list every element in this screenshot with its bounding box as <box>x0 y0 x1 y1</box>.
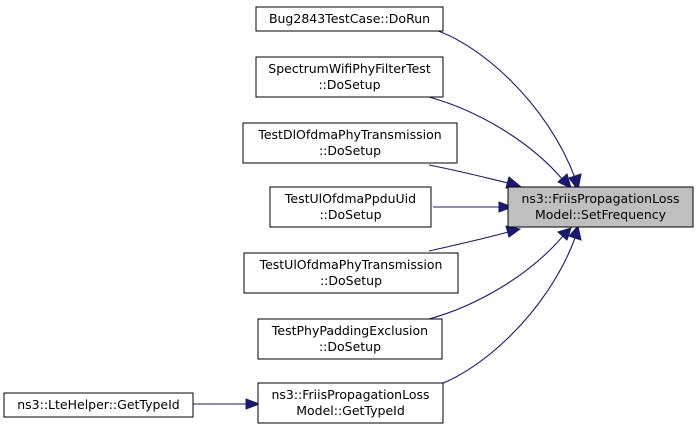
node-ulofdma-box <box>243 252 459 294</box>
node-dlofdma[interactable]: TestDlOfdmaPhyTransmission ::DoSetup <box>242 122 458 164</box>
node-gettypeid-line1: ns3::FriisPropagationLoss <box>271 387 429 402</box>
node-padding[interactable]: TestPhyPaddingExclusion ::DoSetup <box>257 318 443 360</box>
node-ulppdu-box <box>269 186 432 228</box>
edge-dlofdma-to-target <box>428 164 509 184</box>
arrowhead-bug2843 <box>568 173 582 192</box>
arrowhead-ulppdu <box>498 201 514 213</box>
node-ulofdma[interactable]: TestUlOfdmaPhyTransmission ::DoSetup <box>243 252 459 294</box>
node-spectrum[interactable]: SpectrumWifiPhyFilterTest ::DoSetup <box>255 56 444 98</box>
node-dlofdma-box <box>242 122 458 164</box>
node-bug2843-line1: Bug2843TestCase::DoRun <box>269 11 430 26</box>
edge-gettypeid-to-target <box>428 237 576 389</box>
node-spectrum-line2: ::DoSetup <box>318 77 380 92</box>
arrowhead-ltehelper <box>245 398 261 410</box>
node-padding-box <box>257 318 443 360</box>
node-gettypeid-box <box>257 382 444 424</box>
node-padding-line1: TestPhyPaddingExclusion <box>271 323 428 338</box>
node-bug2843-box <box>255 6 444 32</box>
node-gettypeid-line2: Model::GetTypeId <box>296 403 405 418</box>
node-dlofdma-line2: ::DoSetup <box>319 143 381 158</box>
node-ltehelper-line1: ns3::LteHelper::GetTypeId <box>17 397 180 412</box>
node-ltehelper[interactable]: ns3::LteHelper::GetTypeId <box>3 392 194 418</box>
arrowhead-spectrum <box>557 173 572 189</box>
arrowhead-gettypeid <box>568 224 582 241</box>
edges <box>193 27 582 410</box>
node-spectrum-line1: SpectrumWifiPhyFilterTest <box>268 61 431 76</box>
arrowhead-padding <box>557 227 572 241</box>
node-ltehelper-box <box>3 392 194 418</box>
node-target-line1: ns3::FriisPropagationLoss <box>521 191 679 206</box>
node-ulppdu-line1: TestUlOfdmaPpduUid <box>284 191 416 206</box>
node-ulofdma-line1: TestUlOfdmaPhyTransmission <box>259 257 443 272</box>
arrowhead-ulofdma <box>505 225 522 238</box>
node-target[interactable]: ns3::FriisPropagationLoss Model::SetFreq… <box>507 186 694 228</box>
node-dlofdma-line1: TestDlOfdmaPhyTransmission <box>257 127 441 142</box>
node-target-line2: Model::SetFrequency <box>535 207 667 222</box>
edge-padding-to-target <box>428 235 564 320</box>
nodes: ns3::FriisPropagationLoss Model::SetFreq… <box>3 6 694 424</box>
node-ulppdu[interactable]: TestUlOfdmaPpduUid ::DoSetup <box>269 186 432 228</box>
edge-spectrum-to-target <box>428 96 564 181</box>
node-gettypeid[interactable]: ns3::FriisPropagationLoss Model::GetType… <box>257 382 444 424</box>
node-target-box <box>507 186 694 228</box>
node-bug2843[interactable]: Bug2843TestCase::DoRun <box>255 6 444 32</box>
edge-bug2843-to-target <box>428 27 576 179</box>
edge-ulofdma-to-target <box>428 231 509 252</box>
node-padding-line2: ::DoSetup <box>319 339 381 354</box>
node-spectrum-box <box>255 56 444 98</box>
node-ulofdma-line2: ::DoSetup <box>320 273 382 288</box>
node-ulppdu-line2: ::DoSetup <box>319 207 381 222</box>
arrowhead-dlofdma <box>505 176 522 189</box>
